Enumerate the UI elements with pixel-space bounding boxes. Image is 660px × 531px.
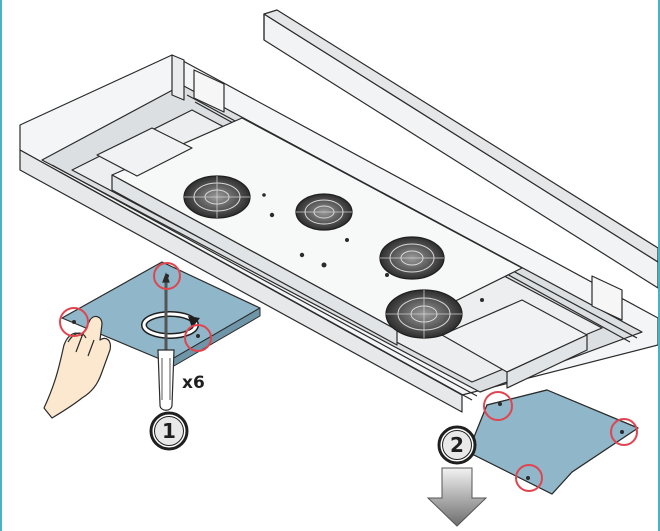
step-1-label: 1 [162, 419, 176, 443]
screw-highlight-1 [153, 262, 181, 290]
step-2-label: 2 [450, 433, 464, 457]
fan-1 [183, 175, 251, 219]
screw-highlight-6 [515, 464, 543, 492]
screw-highlight-5 [610, 418, 638, 446]
down-arrow-icon [426, 467, 488, 527]
step-1-badge: 1 [149, 411, 189, 451]
screw-count-label: x6 [182, 373, 205, 393]
fan-3 [379, 236, 445, 280]
screw-highlight-2 [59, 307, 89, 337]
top-trim-panel [263, 9, 658, 289]
screw-highlight-3 [184, 324, 212, 352]
screw-highlight-circles [59, 262, 638, 492]
hand-icon [43, 315, 111, 419]
fan-4 [385, 289, 463, 339]
screwdriver-icon [157, 272, 175, 411]
right-filter-panel [467, 389, 639, 495]
screw-highlight-4 [483, 391, 513, 421]
plate-screw-holes [262, 193, 484, 302]
fan-2 [295, 193, 353, 231]
hood-body [19, 54, 658, 413]
step-2-badge: 2 [437, 425, 477, 465]
